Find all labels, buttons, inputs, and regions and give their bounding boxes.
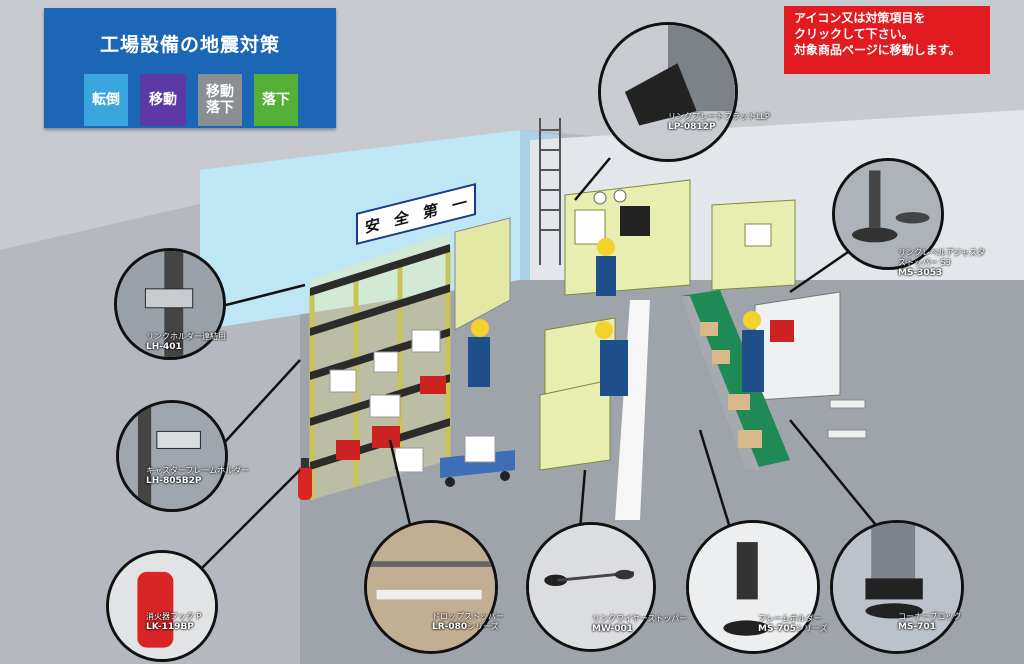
extinguisher-hook-icon [109,553,215,659]
product-label-lp-0812p[interactable]: リンクプレートフラットLLP LP-0812P [668,112,770,132]
product-code: LP-0812P [668,122,716,132]
product-bubble-lr-080[interactable] [364,520,498,654]
product-label-ms-701[interactable]: コーナーブロック MS-701 [898,612,962,632]
frame-holder-icon [689,523,817,651]
instruction-notice: アイコン又は対策項目を クリックして下さい。 対象商品ページに移動します。 [784,6,990,74]
product-name: リンクプレートフラットLLP [668,112,770,121]
machine-right [711,199,841,401]
product-code: MS-701 [898,622,936,632]
product-bubble-lk-119bp[interactable] [106,550,218,662]
product-bubble-ms-3053[interactable] [832,158,944,270]
wire-stopper-icon [529,525,653,649]
level-adjuster-icon [835,161,941,267]
product-bubble-lh-401[interactable] [114,248,226,360]
shelving-unit [309,232,451,500]
product-code: LR-080 [432,622,468,632]
product-bubble-lh-805b2p[interactable] [116,400,228,512]
category-button-idou[interactable]: 移動 [140,74,186,126]
product-name: フレームホルダー [758,614,822,623]
product-label-lh-805b2p[interactable]: キャスターフレームホルダー LH-805B2P [146,466,249,486]
worker-figures [468,238,764,396]
category-button-rakka[interactable]: 落下 [254,74,298,126]
control-cabinet [454,217,511,331]
corner-block-icon [833,523,961,651]
product-label-lh-401[interactable]: リンクホルダー連結用 LH-401 [146,332,226,352]
page-title: 工場設備の地震対策 [99,34,280,56]
banner-char: 全 [393,207,409,229]
small-cart [827,399,867,439]
product-code: LH-805B2P [146,476,202,486]
category-button-tentou[interactable]: 転倒 [84,74,128,126]
connector-lines [179,157,881,591]
title-panel: 工場設備の地震対策 転倒 移動 移動 落下 落下 [44,8,336,128]
product-code: LH-401 [146,342,182,352]
link-plate-icon [601,25,735,159]
caster-frame-holder-icon [119,403,225,509]
ladder [539,118,561,265]
product-label-mw-001[interactable]: リンクワイヤーストッパー MW-001 [592,614,687,634]
product-label-lr-080[interactable]: ドロップストッパー LR-080シリーズ [432,612,504,632]
machine-small-2 [539,379,611,471]
product-bubble-lp-0812p[interactable] [598,22,738,162]
product-label-ms-705[interactable]: フレームホルダー MS-705シリーズ [758,614,828,634]
conveyor [680,290,790,470]
hand-truck [440,435,515,487]
product-name: コーナーブロック [898,612,962,621]
product-name: 消火器フック P [146,612,202,621]
product-label-lk-119bp[interactable]: 消火器フック P LK-119BP [146,612,201,632]
product-name: リンクレベルアジャスタ ストッパー S3 [898,248,986,267]
product-code: MS-3053 [898,268,943,278]
fire-extinguisher [298,458,312,500]
category-button-idou-rakka[interactable]: 移動 落下 [198,74,242,126]
product-suffix: シリーズ [795,624,828,633]
product-bubble-ms-701[interactable] [830,520,964,654]
banner-char: 第 [422,200,438,222]
product-bubble-mw-001[interactable] [526,522,656,652]
product-name: リンクワイヤーストッパー [592,614,688,623]
machine-center [564,179,691,296]
product-suffix: シリーズ [467,622,499,631]
product-code: MS-705 [758,624,796,634]
product-name: ドロップストッパー [432,612,504,621]
drop-stopper-icon [367,523,495,651]
product-bubble-ms-705[interactable] [686,520,820,654]
link-holder-icon [117,251,223,357]
banner-char: 安 [364,214,380,237]
product-name: リンクホルダー連結用 [146,332,226,341]
product-code: MW-001 [592,624,634,634]
banner-char: 一 [451,192,467,215]
product-name: キャスターフレームホルダー [146,466,250,475]
product-label-ms-3053[interactable]: リンクレベルアジャスタ ストッパー S3 MS-3053 [898,248,985,278]
product-code: LK-119BP [146,622,194,632]
